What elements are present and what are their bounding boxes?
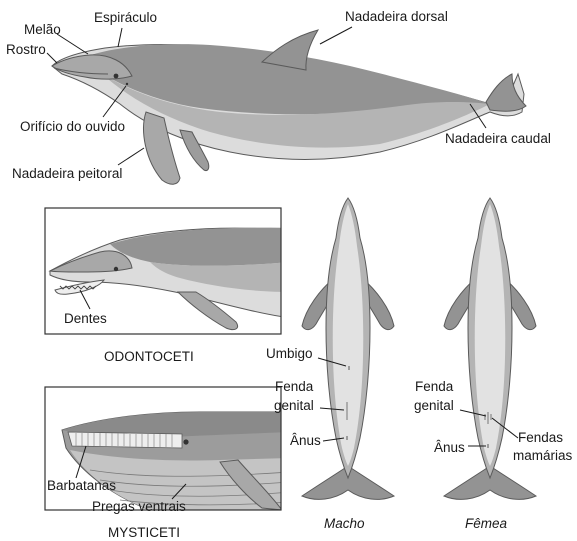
label-male-fenda-2: genital: [274, 398, 314, 413]
label-dentes: Dentes: [64, 311, 107, 326]
leader-espiraculo: [118, 28, 122, 47]
label-melao: Melão: [24, 22, 61, 37]
label-female-fenda-1: Fenda: [415, 379, 454, 394]
odontoceti-caption: ODONTOCETI: [104, 349, 194, 364]
label-female-mamarias-1: Fendas: [518, 430, 563, 445]
label-male-anus: Ânus: [290, 433, 321, 448]
label-nadadeira-dorsal: Nadadeira dorsal: [345, 9, 448, 24]
label-male-umbigo: Umbigo: [266, 346, 313, 361]
mysticeti-baleen: [68, 432, 182, 448]
label-orificio-ouvido: Orifício do ouvido: [20, 119, 125, 134]
mysticeti-panel: Barbatanas Pregas ventrais MYSTICETI: [45, 387, 290, 540]
label-female-mamarias-2: mamárias: [513, 448, 573, 463]
odontoceti-eye: [114, 267, 118, 271]
label-nadadeira-peitoral: Nadadeira peitoral: [12, 166, 122, 181]
label-male-fenda-1: Fenda: [275, 379, 314, 394]
ventral-male-dolphin: [302, 198, 394, 499]
odontoceti-panel: Dentes ODONTOCETI: [45, 208, 290, 364]
label-rostro: Rostro: [6, 42, 46, 57]
leader-melao: [57, 34, 88, 54]
leader-rostro: [47, 53, 57, 63]
female-caption: Fêmea: [465, 516, 508, 531]
leader-peitoral: [118, 148, 144, 165]
male-caption: Macho: [324, 516, 365, 531]
label-barbatanas: Barbatanas: [47, 478, 116, 493]
label-female-fenda-2: genital: [414, 398, 454, 413]
label-pregas-ventrais: Pregas ventrais: [92, 499, 186, 514]
label-female-anus: Ânus: [434, 440, 465, 455]
mysticeti-caption: MYSTICETI: [108, 525, 180, 540]
label-espiraculo: Espiráculo: [94, 10, 157, 25]
leader-dentes: [80, 290, 90, 309]
leader-dorsal: [320, 27, 352, 44]
lateral-dolphin-eye: [114, 74, 119, 79]
lateral-dolphin-ear-opening: [126, 83, 128, 85]
mysticeti-eye: [183, 439, 188, 444]
label-nadadeira-caudal: Nadadeira caudal: [445, 131, 551, 146]
